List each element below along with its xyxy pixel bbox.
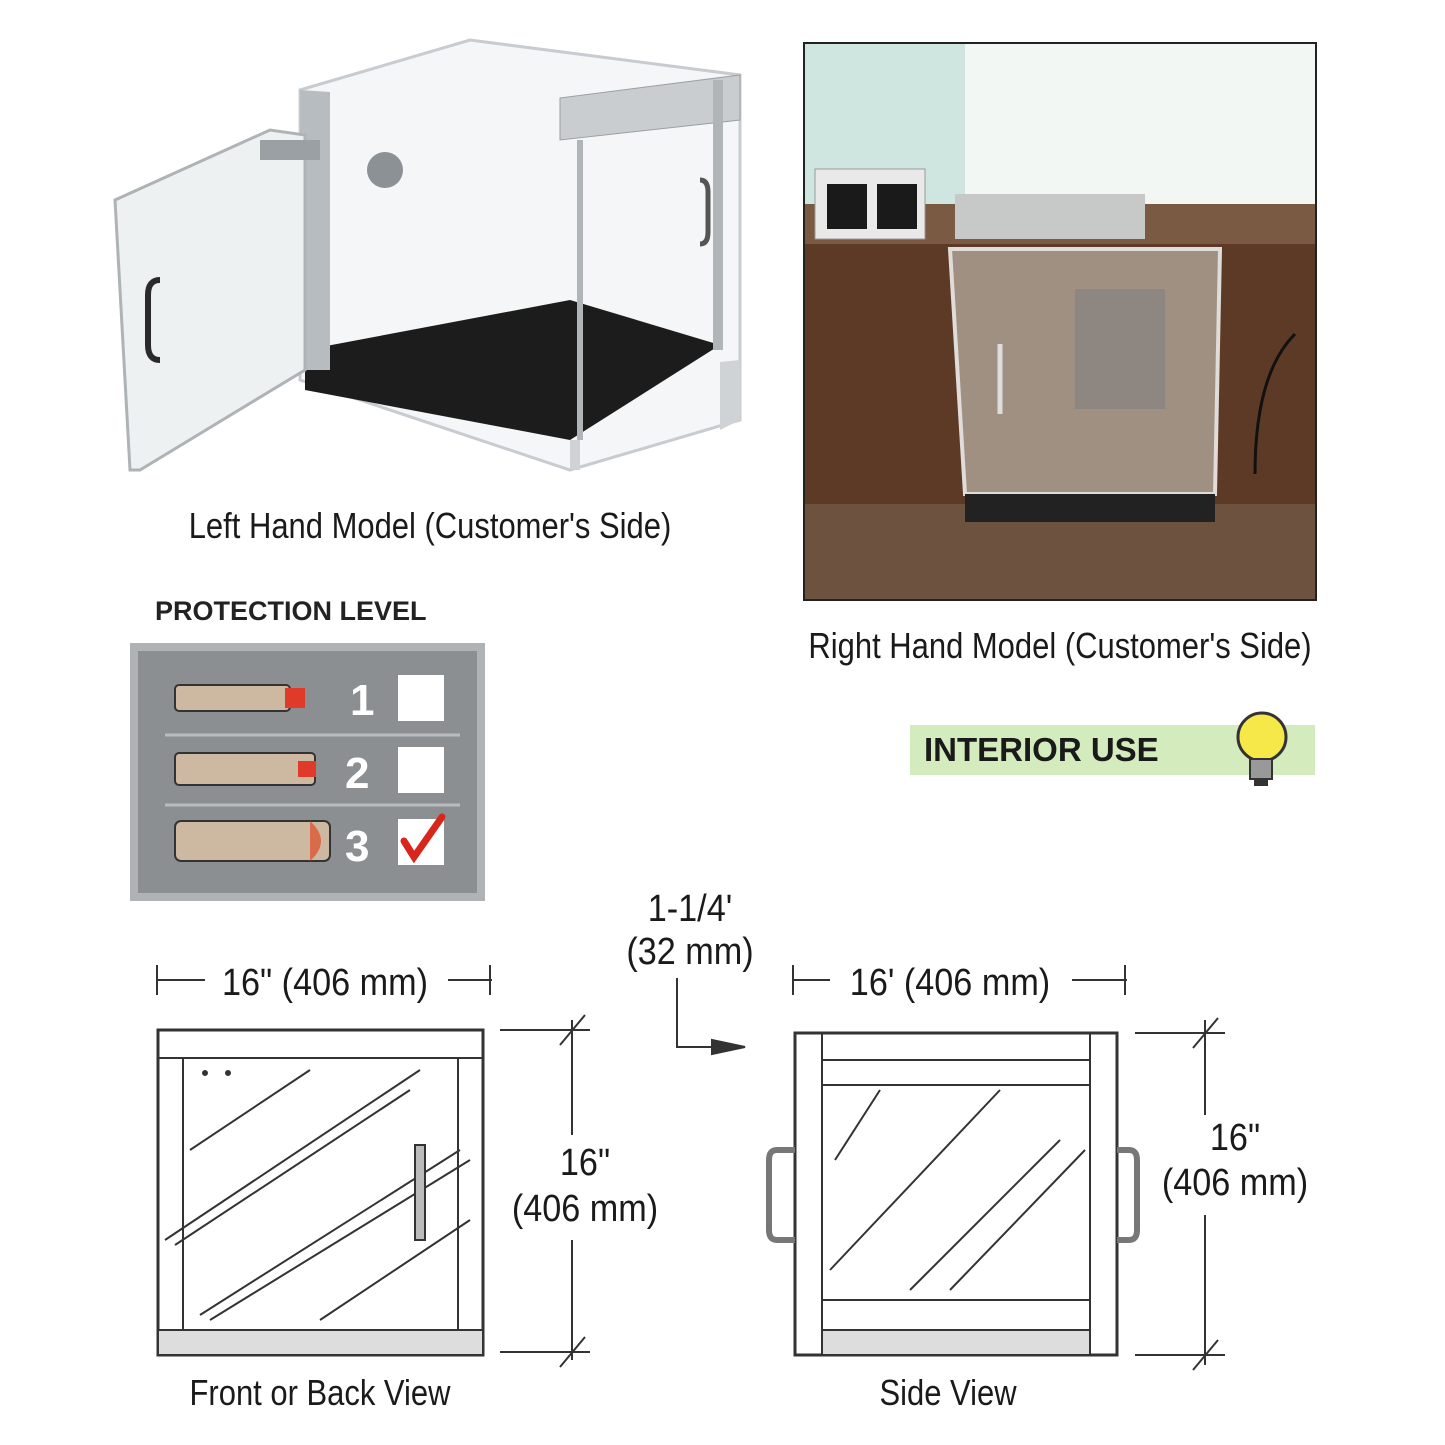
offset-dimension-line2: (32 mm)	[626, 931, 754, 973]
right-hand-model-photo	[803, 42, 1317, 601]
protection-level-panel: 1 2 3	[130, 643, 485, 901]
protection-level-title: PROTECTION LEVEL	[155, 596, 427, 626]
bullet-icon-3	[174, 820, 331, 862]
side-view-caption: Side View	[879, 1372, 1017, 1413]
level-1-label: 1	[350, 676, 374, 725]
front-width-dimension: 16" (406 mm)	[221, 962, 428, 1004]
front-height-dimension-line2: (406 mm)	[511, 1188, 659, 1230]
right-model-drawing	[805, 44, 1315, 599]
level-3-label: 3	[345, 822, 369, 871]
front-height-dimension-line1: 16"	[559, 1142, 611, 1184]
left-model-drawing	[113, 38, 742, 472]
side-height-dimension-line1: 16"	[1209, 1117, 1261, 1159]
level-2-label: 2	[345, 749, 369, 798]
side-width-dimension: 16' (406 mm)	[849, 962, 1051, 1004]
side-height-dimension-line2: (406 mm)	[1161, 1162, 1309, 1204]
bullet-icon-1	[174, 684, 305, 712]
checkmark-icon	[400, 813, 446, 864]
level-1-checkbox	[398, 675, 444, 721]
front-view-caption: Front or Back View	[189, 1372, 451, 1413]
bullet-icon-2	[174, 752, 316, 786]
offset-dimension-line1: 1-1/4'	[647, 888, 733, 930]
interior-use-label: INTERIOR USE	[924, 731, 1159, 768]
lightbulb-icon	[1236, 711, 1288, 786]
level-2-checkbox	[398, 747, 444, 793]
interior-use-badge: INTERIOR USE	[910, 711, 1315, 786]
left-model-caption: Left Hand Model (Customer's Side)	[188, 505, 672, 546]
right-model-caption: Right Hand Model (Customer's Side)	[808, 625, 1312, 666]
